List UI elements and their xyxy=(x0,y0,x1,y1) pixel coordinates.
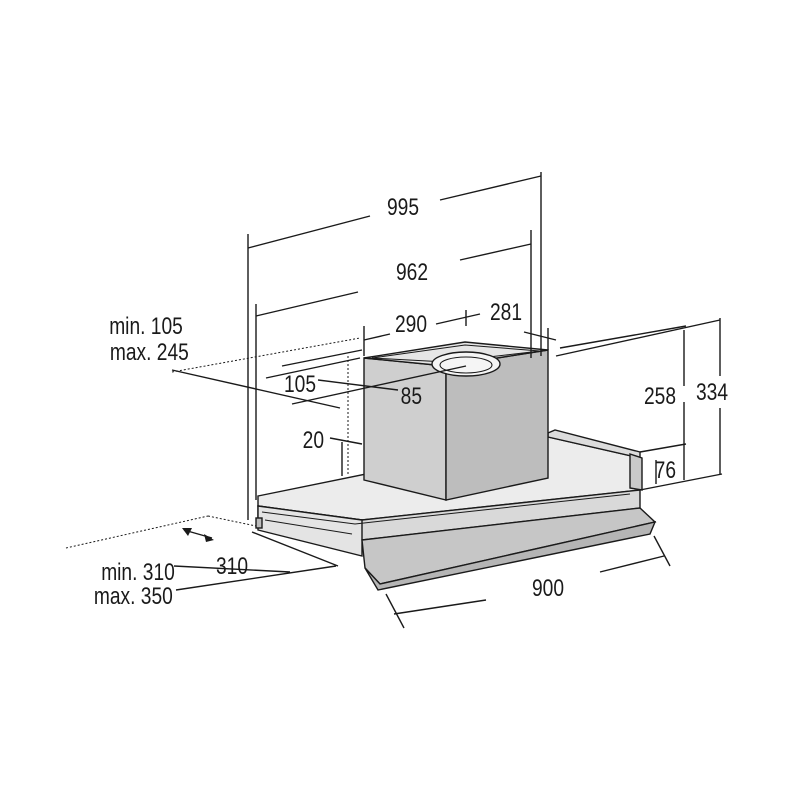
label-min-105: min. 105 xyxy=(109,312,183,340)
label-min-310: min. 310 xyxy=(101,558,175,586)
dim-310-leader xyxy=(175,565,337,591)
dim-900-extension-right xyxy=(653,535,671,567)
chimney xyxy=(363,341,549,501)
label-20: 20 xyxy=(303,426,324,454)
dim-105-line-2 xyxy=(281,349,363,367)
sliding-visor-lip xyxy=(364,521,657,591)
dim-bottom-extension xyxy=(639,473,723,491)
label-76: 76 xyxy=(655,456,676,484)
duct-outlet-inner xyxy=(439,356,493,374)
dimension-lines xyxy=(65,172,723,629)
label-290: 290 xyxy=(395,310,427,338)
dim-962-line-right xyxy=(459,243,532,261)
dim-20-line xyxy=(329,437,363,445)
dim-290-line-right xyxy=(435,313,481,325)
dim-105-line xyxy=(265,357,361,379)
dim-258-upper-extension xyxy=(559,325,687,349)
dimension-labels: 995 962 290 281 min. 105 max. 245 105 85… xyxy=(94,193,728,610)
dim-900-extension-left xyxy=(385,593,405,629)
dim-76-upper-extension xyxy=(639,443,687,453)
dim-310-line xyxy=(173,565,291,573)
label-334: 334 xyxy=(696,378,728,406)
depth-arrow-head-left xyxy=(182,528,192,536)
dim-995-line-left xyxy=(247,215,371,249)
canopy-groove-1 xyxy=(261,493,631,525)
dim-900-line-right xyxy=(599,555,665,573)
label-310: 310 xyxy=(216,552,248,580)
label-105: 105 xyxy=(284,370,316,398)
label-85: 85 xyxy=(401,382,422,410)
canopy-groove-2 xyxy=(264,519,353,535)
label-962: 962 xyxy=(396,258,428,286)
label-281: 281 xyxy=(490,298,522,326)
left-fixing-tab xyxy=(255,517,263,529)
canopy-right-end xyxy=(629,453,643,491)
dim-85-leader xyxy=(317,379,399,391)
label-995: 995 xyxy=(387,193,419,221)
dim-962-line-left xyxy=(255,291,359,317)
label-max-245: max. 245 xyxy=(110,338,189,366)
dim-995-line-right xyxy=(439,175,542,201)
dim-290-line-left xyxy=(363,333,391,341)
dim-281-line-right xyxy=(523,331,557,341)
label-max-350: max. 350 xyxy=(94,582,173,610)
dim-85-line xyxy=(291,365,467,405)
duct-outlet xyxy=(431,351,501,377)
chimney-top-rim xyxy=(371,344,541,363)
leader-105-245 xyxy=(171,369,341,409)
depth-dotted-1 xyxy=(65,515,209,549)
label-258: 258 xyxy=(644,382,676,410)
dim-top-extension xyxy=(555,319,721,357)
depth-arrow-head-right xyxy=(204,534,214,542)
label-900: 900 xyxy=(532,574,564,602)
wall-dotted-1 xyxy=(171,337,361,373)
dim-900-line-left xyxy=(393,599,487,615)
dim-310-extension xyxy=(251,531,339,567)
depth-dotted-2 xyxy=(207,515,257,527)
